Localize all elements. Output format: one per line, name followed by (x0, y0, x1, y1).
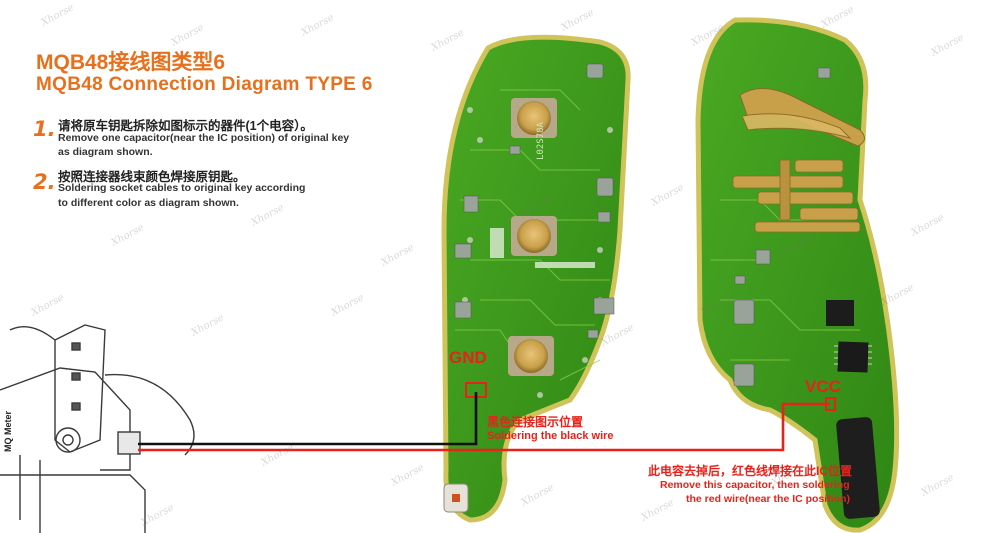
tactile-button-pad (508, 336, 554, 376)
device-label: MQ Meter (3, 410, 13, 452)
gnd-label: GND (449, 348, 487, 367)
black-wire (138, 392, 478, 446)
tactile-button-pad (511, 216, 557, 256)
step-1-english-line-1: Remove one capacitor(near the IC positio… (58, 132, 350, 144)
vcc-note-english-line-1: Remove this capacitor, then soldering (660, 479, 850, 491)
vcc-note-english-line-2: the red wire(near the IC position) (686, 493, 850, 505)
step-2-number: 2. (33, 170, 56, 194)
gold-contact-strips (732, 159, 861, 233)
title-english: MQB48 Connection Diagram TYPE 6 (36, 74, 373, 95)
red-wire (138, 402, 830, 452)
pcb-silkscreen-code: L02S78A (536, 122, 546, 160)
step-2-chinese: 按照连接器线束颜色焊接原钥匙。 (58, 170, 246, 184)
black-wire-note-english: Soldering the black wire (487, 430, 614, 442)
step-1-chinese: 请将原车钥匙拆除如图标示的器件(1个电容）。 (58, 119, 313, 133)
vcc-note-chinese: 此电容去掉后，红色线焊接在此IC位置 (648, 464, 853, 478)
battery-contact (741, 113, 852, 139)
left-pcb-board (441, 34, 631, 523)
ic-chip (834, 341, 872, 373)
vcc-label: VCC (805, 377, 841, 396)
adapter-device (0, 324, 195, 533)
tactile-button-pad (511, 98, 557, 138)
ic-chip (826, 300, 854, 326)
step-2-english-line-2: to different color as diagram shown. (58, 197, 239, 209)
black-wire-note-chinese: 黑色连接图示位置 (487, 415, 584, 429)
step-2-english-line-1: Soldering socket cables to original key … (58, 182, 306, 194)
step-1-english-line-2: as diagram shown. (58, 146, 153, 158)
step-1-number: 1. (33, 117, 56, 141)
title-chinese: MQB48接线图类型6 (36, 51, 226, 74)
crystal-component (836, 417, 880, 519)
led-component (443, 483, 469, 513)
right-pcb-board (695, 17, 900, 533)
